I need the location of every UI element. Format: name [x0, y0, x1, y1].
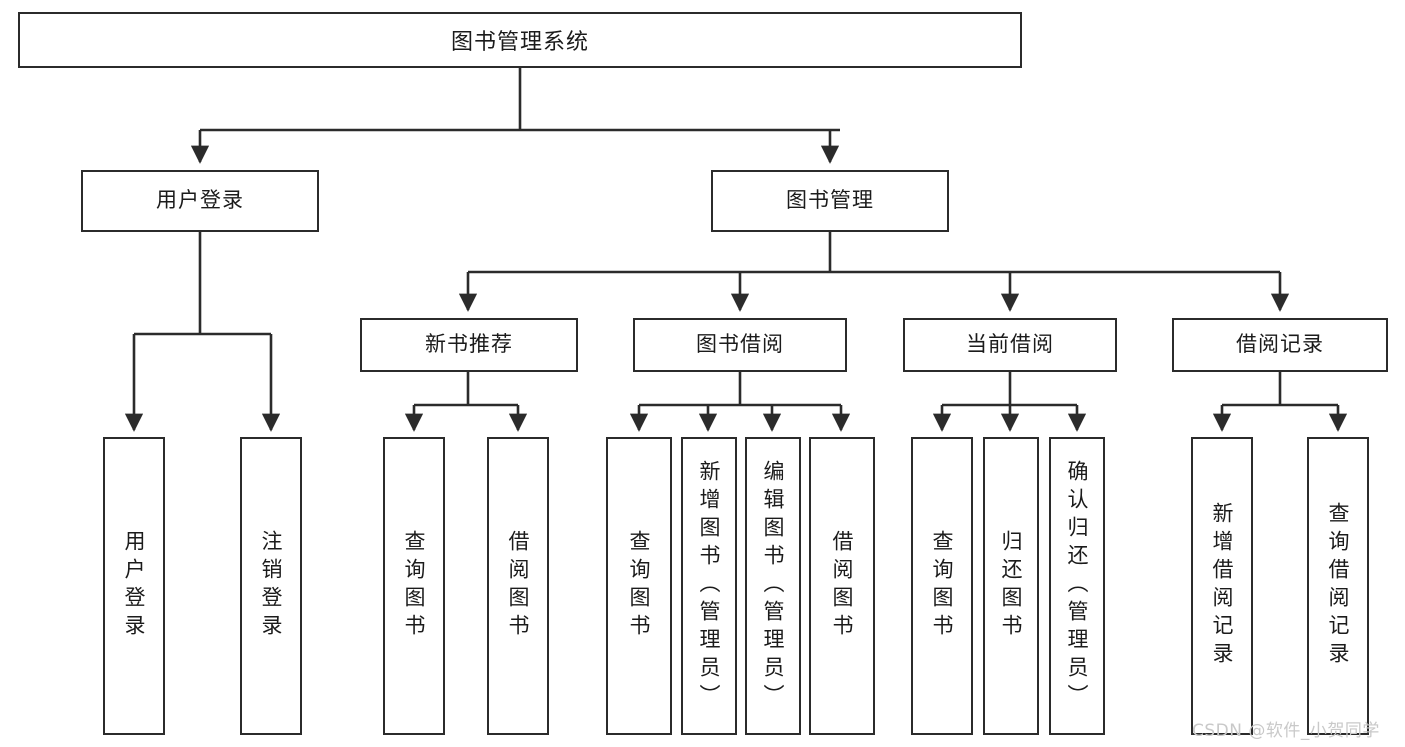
node-user-login[interactable]: 用户登录: [81, 170, 319, 232]
node-label: 借阅记录: [1236, 332, 1324, 357]
node-leaf-query-book-3[interactable]: 查询图书: [911, 437, 973, 735]
node-leaf-logout[interactable]: 注销登录: [240, 437, 302, 735]
node-label: 归还图书: [999, 530, 1024, 642]
node-label: 用户登录: [122, 530, 147, 642]
node-label: 新增图书（管理员）: [697, 460, 722, 712]
node-label: 确认归还（管理员）: [1065, 460, 1090, 712]
node-label: 当前借阅: [966, 332, 1054, 357]
node-leaf-query-book-2[interactable]: 查询图书: [606, 437, 672, 735]
node-label: 查询图书: [930, 530, 955, 642]
node-leaf-borrow-book-2[interactable]: 借阅图书: [809, 437, 875, 735]
node-label: 图书借阅: [696, 332, 784, 357]
node-label: 图书管理: [786, 188, 874, 213]
node-label: 查询图书: [402, 530, 427, 642]
node-borrow-record[interactable]: 借阅记录: [1172, 318, 1388, 372]
node-leaf-query-record[interactable]: 查询借阅记录: [1307, 437, 1369, 735]
csdn-watermark: CSDN @软件_小贺同学: [1192, 721, 1380, 741]
node-book-borrow[interactable]: 图书借阅: [633, 318, 847, 372]
node-label: 用户登录: [156, 188, 244, 213]
node-leaf-confirm-return[interactable]: 确认归还（管理员）: [1049, 437, 1105, 735]
node-current-borrow[interactable]: 当前借阅: [903, 318, 1117, 372]
node-label: 查询借阅记录: [1326, 502, 1351, 670]
node-label: 查询图书: [627, 530, 652, 642]
node-leaf-return-book[interactable]: 归还图书: [983, 437, 1039, 735]
node-leaf-borrow-book-1[interactable]: 借阅图书: [487, 437, 549, 735]
node-label: 新增借阅记录: [1210, 502, 1235, 670]
node-new-book-recommend[interactable]: 新书推荐: [360, 318, 578, 372]
node-label: 借阅图书: [506, 530, 531, 642]
node-book-management[interactable]: 图书管理: [711, 170, 949, 232]
node-label: 新书推荐: [425, 332, 513, 357]
node-root-book-management-system[interactable]: 图书管理系统: [18, 12, 1022, 68]
node-leaf-query-book-1[interactable]: 查询图书: [383, 437, 445, 735]
node-leaf-user-login[interactable]: 用户登录: [103, 437, 165, 735]
node-label: 借阅图书: [830, 530, 855, 642]
node-label: 图书管理系统: [450, 30, 589, 55]
node-leaf-edit-book[interactable]: 编辑图书（管理员）: [745, 437, 801, 735]
node-leaf-add-book[interactable]: 新增图书（管理员）: [681, 437, 737, 735]
node-leaf-add-record[interactable]: 新增借阅记录: [1191, 437, 1253, 735]
node-label: 注销登录: [259, 530, 284, 642]
node-label: 编辑图书（管理员）: [761, 460, 786, 712]
